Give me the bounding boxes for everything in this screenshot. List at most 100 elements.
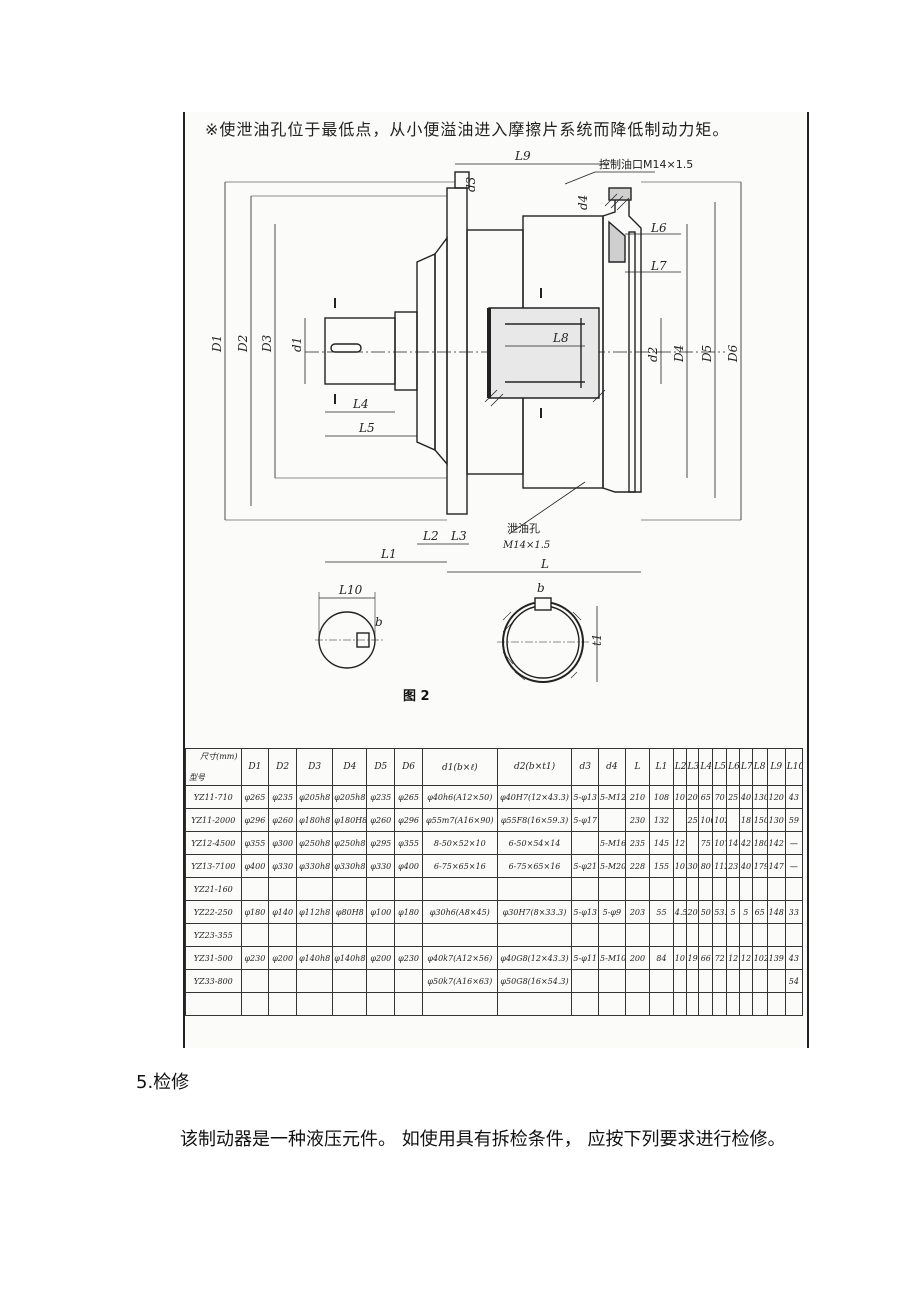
table-cell: 5-φ17 (571, 808, 600, 832)
table-cell (766, 923, 786, 947)
table-cell (268, 992, 297, 1016)
table-cell: 5-φ11 (571, 946, 600, 970)
table-cell: φ30h6(A8×45) (421, 900, 498, 924)
table-cell (649, 969, 674, 993)
table-row: YZ23-355 (185, 923, 804, 947)
table-cell: 10 (672, 785, 687, 809)
model-cell: YZ23-355 (185, 923, 242, 947)
dim-D5: D5 (700, 345, 714, 363)
table-header-row: 尺寸(mm) 型号 D1 D2 D3 D4 D5 D6 d1(b×ℓ) d2(b… (185, 748, 804, 786)
dim-d1: d1 (290, 337, 304, 352)
dim-t1: t1 (590, 634, 604, 646)
table-cell (295, 969, 334, 993)
table-cell (685, 923, 700, 947)
table-cell: 75 (698, 831, 714, 855)
col-header: L7 (738, 748, 753, 786)
table-cell (751, 969, 768, 993)
table-cell (784, 923, 804, 947)
model-cell (185, 992, 242, 1016)
table-cell: 18 (738, 808, 753, 832)
dim-D6: D6 (726, 344, 740, 363)
table-cell (421, 877, 498, 901)
table-cell: 30 (685, 854, 700, 878)
table-cell: 6-50×54×14 (496, 831, 573, 855)
table-cell: 59 (784, 808, 804, 832)
dim-D1: D1 (210, 335, 224, 353)
col-header: L9 (766, 748, 786, 786)
table-cell (240, 992, 270, 1016)
table-cell: 10 (672, 946, 687, 970)
table-cell: φ260 (366, 808, 396, 832)
table-cell: φ330h8 (332, 854, 368, 878)
table-cell: φ200 (268, 946, 297, 970)
col-header: D3 (295, 748, 334, 786)
table-cell: 180 (751, 831, 768, 855)
table-cell: φ30H7(8×33.3) (496, 900, 573, 924)
model-cell: YZ11-2000 (185, 808, 242, 832)
table-cell (784, 877, 804, 901)
table-cell (571, 923, 600, 947)
table-cell (712, 877, 728, 901)
table-cell: 102 (712, 808, 728, 832)
col-header: L2 (672, 748, 687, 786)
table-cell (624, 923, 651, 947)
table-cell: φ235 (366, 785, 396, 809)
table-cell (496, 923, 573, 947)
table-cell: 6-75×65×16 (496, 854, 573, 878)
table-cell: 80 (698, 854, 714, 878)
table-cell (240, 923, 270, 947)
table-cell: 23 (726, 854, 740, 878)
table-cell: 6-75×65×16 (421, 854, 498, 878)
model-cell: YZ31-500 (185, 946, 242, 970)
dim-d3: d3 (464, 176, 478, 192)
table-cell (332, 877, 368, 901)
table-cell: φ205h8 (332, 785, 368, 809)
col-header: d2(b×t1) (496, 748, 573, 786)
table-cell (672, 969, 687, 993)
table-cell (394, 877, 423, 901)
table-cell: φ295 (366, 831, 396, 855)
table-cell: 70 (712, 785, 728, 809)
table-cell: 130 (751, 785, 768, 809)
table-cell: φ140h8 (295, 946, 334, 970)
table-cell (598, 877, 626, 901)
col-header: d3 (571, 748, 600, 786)
table-cell: φ330 (268, 854, 297, 878)
table-cell: 112 (712, 854, 728, 878)
col-header: d1(b×ℓ) (421, 748, 498, 786)
table-cell: 145 (649, 831, 674, 855)
table-cell (394, 923, 423, 947)
table-cell: φ40G8(12×43.3) (496, 946, 573, 970)
table-cell: 142 (766, 831, 786, 855)
table-cell (751, 992, 768, 1016)
table-cell: — (784, 831, 804, 855)
table-cell: φ330 (366, 854, 396, 878)
table-cell: 19 (685, 946, 700, 970)
table-cell (332, 992, 368, 1016)
table-cell: φ40H7(12×43.3) (496, 785, 573, 809)
table-cell: 43 (784, 946, 804, 970)
col-header: d4 (598, 748, 626, 786)
table-cell: 203 (624, 900, 651, 924)
table-cell: 179 (751, 854, 768, 878)
table-cell: 148 (766, 900, 786, 924)
table-cell (624, 877, 651, 901)
table-cell: 54 (784, 969, 804, 993)
table-cell (421, 992, 498, 1016)
table-cell: 20 (685, 785, 700, 809)
table-cell (751, 877, 768, 901)
table-cell: 5-φ13 (571, 900, 600, 924)
brake-assembly-drawing: L9 d3 d4 控制油口M14×1.5 L6 L7 L8 D1 D2 D3 d… (210, 149, 742, 704)
table-cell: 147 (766, 854, 786, 878)
table-cell: φ50G8(16×54.3) (496, 969, 573, 993)
table-cell: φ260 (268, 808, 297, 832)
table-cell: 5-φ21 (571, 854, 600, 878)
table-cell: 25 (685, 808, 700, 832)
table-cell: φ205h8 (295, 785, 334, 809)
scanned-drawing-page: ※使泄油孔位于最低点，从小便溢油进入摩擦片系统而降低制动力矩。 (183, 112, 809, 1048)
table-cell: φ235 (268, 785, 297, 809)
table-cell: 14 (726, 831, 740, 855)
table-cell: φ296 (240, 808, 270, 832)
table-cell: φ265 (394, 785, 423, 809)
